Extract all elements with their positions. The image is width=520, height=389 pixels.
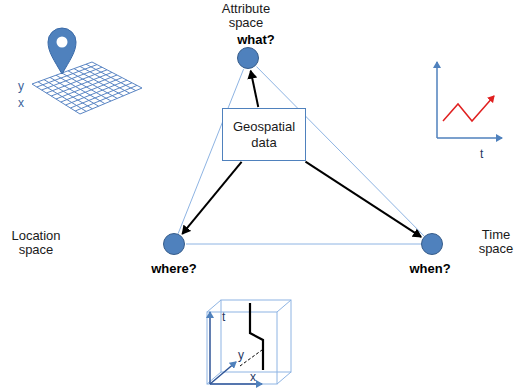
- axis-label: t: [480, 148, 483, 161]
- question-label: where?: [144, 262, 204, 276]
- axis-label: x: [250, 371, 256, 384]
- arrow-connector: [251, 71, 259, 107]
- circle-shape: [421, 233, 443, 255]
- triangle-side: [186, 244, 421, 245]
- question-label: when?: [400, 262, 460, 276]
- data-box: Geospatial data: [222, 108, 306, 161]
- vertex-circle: Time spacewhen?: [421, 233, 443, 255]
- space-heading: Location space: [3, 229, 69, 257]
- grid-line: [75, 85, 137, 111]
- grid-line: [66, 80, 127, 105]
- vertex-circle: Location spacewhere?: [163, 233, 185, 255]
- axis-label: y: [18, 80, 24, 93]
- box-text: Geospatial data: [229, 119, 299, 151]
- vertex-circle: Attribute spacewhat?: [237, 47, 259, 69]
- axis-label: y: [238, 349, 244, 362]
- space-heading: Attribute space: [211, 2, 281, 30]
- arrow-connector: [305, 162, 421, 237]
- map-grid: [32, 62, 142, 114]
- space-time-cube: [207, 300, 291, 384]
- map-pin: [48, 28, 76, 74]
- grid-line: [80, 66, 130, 93]
- time-chart: [437, 62, 502, 138]
- grid-line: [86, 64, 136, 90]
- grid-line: [70, 83, 132, 108]
- grid-line: [80, 88, 142, 114]
- circle-shape: [163, 233, 185, 255]
- grid-line: [92, 62, 142, 88]
- circle-shape: [237, 47, 259, 69]
- axis-label: t: [222, 311, 225, 324]
- question-label: what?: [228, 33, 284, 47]
- axis-label: x: [18, 97, 24, 110]
- space-heading: Time space: [474, 228, 518, 256]
- arrow-connector: [182, 162, 241, 234]
